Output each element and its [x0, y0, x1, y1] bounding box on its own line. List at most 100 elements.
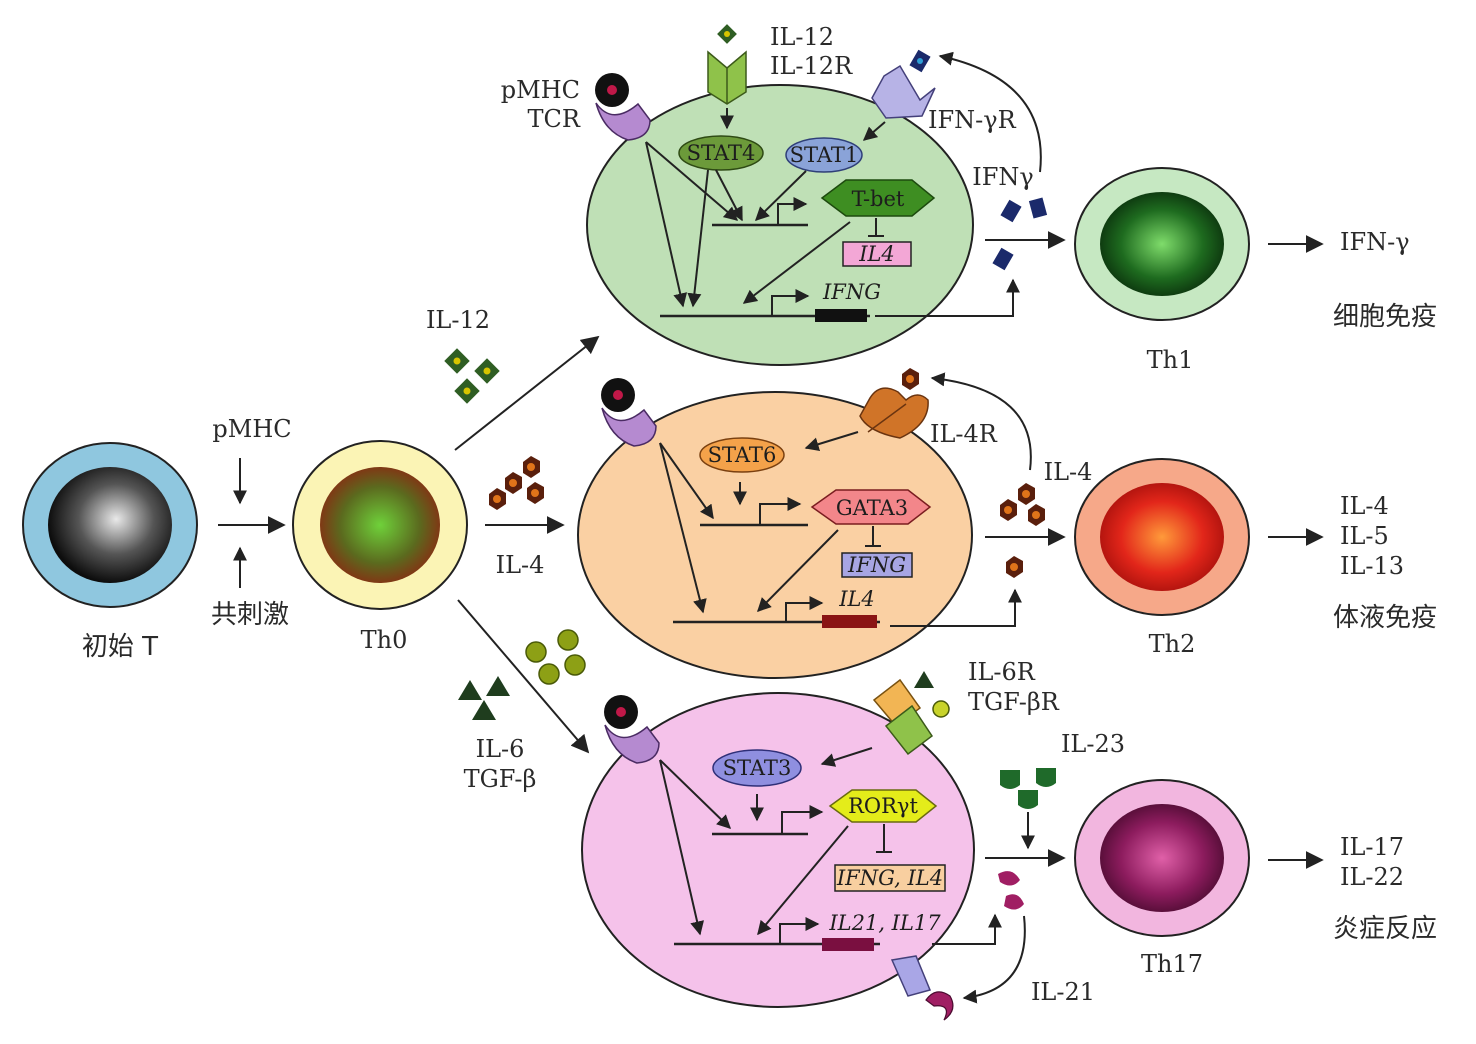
stat1-signal-arrow	[755, 170, 807, 221]
il12-input-cytokines: IL-12	[426, 306, 500, 404]
th17-input-label-1: IL-6	[476, 735, 525, 763]
th1-gene-label: IFNG	[822, 280, 881, 304]
ifng-secreted-label: IFNγ	[972, 163, 1033, 191]
il4-hexagon-icon	[505, 472, 522, 494]
th17-promoter-arrow	[781, 805, 824, 834]
th17-gene-label: IL21, IL17	[828, 911, 941, 935]
th1-secretion: IFNγ	[938, 51, 1066, 271]
il6r-label: IL-6R	[968, 658, 1036, 686]
il12-label: IL-12	[770, 23, 834, 51]
th17-function: 炎症反应	[1333, 914, 1437, 944]
th0-label: Th0	[361, 626, 408, 654]
ifng-receptor-icon	[871, 49, 936, 119]
rorgt-signal-arrow	[757, 825, 849, 936]
gata3-label: GATA3	[836, 496, 908, 520]
il21-label: IL-21	[1031, 978, 1095, 1006]
receptor-to-stat3-arrow	[820, 747, 873, 767]
th2-gene-promoter-arrow	[785, 596, 824, 622]
stat4-signal-arrow	[687, 169, 709, 308]
th17-label: Th17	[1141, 950, 1203, 978]
il12-diamond-icon	[474, 358, 500, 384]
il21-molecule-icon	[998, 871, 1024, 910]
th2-promoter-arrow	[759, 497, 802, 525]
stat6-label: STAT6	[708, 443, 777, 467]
il4r-label: IL-4R	[930, 420, 998, 448]
th17-product-1: IL-17	[1340, 833, 1404, 861]
rorgt-label: RORγt	[848, 794, 918, 818]
pmhc-label: pMHC	[212, 415, 291, 443]
tbet-signal-arrow	[742, 221, 851, 304]
il12r-label: IL-12R	[770, 52, 853, 80]
tgf-beta-circle-icon	[525, 629, 586, 685]
tcr-signal-arrow	[645, 141, 688, 308]
th2-product-2: IL-5	[1340, 522, 1389, 550]
naive-t-cell: 初始 T	[22, 442, 198, 662]
ifngr-label: IFN-γR	[928, 106, 1017, 134]
il12-diamond-icon	[444, 348, 470, 374]
th17-input-label-2: TGF-β	[464, 765, 537, 793]
tcr-label: TCR	[528, 105, 581, 133]
th2-product-1: IL-4	[1340, 492, 1389, 520]
th1-precursor-cell: pMHC TCR IL-12 IL-12R IFN-γR STAT4 STAT1…	[501, 23, 1020, 366]
th1-repressed-gene: IL4	[858, 242, 895, 266]
th2-repressed-gene: IFNG	[847, 553, 906, 577]
th1-input-label: IL-12	[426, 306, 490, 334]
th1-product: IFN-γ	[1340, 228, 1410, 256]
branch-arrows	[454, 335, 600, 754]
stat4-signal-arrow	[715, 169, 743, 222]
tcr-signal-arrow	[659, 442, 707, 614]
gata3-signal-arrow	[757, 529, 839, 612]
il4-hexagon-icon	[1000, 483, 1045, 578]
tcr-signal-arrow	[659, 759, 704, 936]
pmhc-tcr-icon	[604, 695, 660, 764]
th17-product-2: IL-22	[1340, 863, 1404, 891]
il23-shield-icon	[1000, 768, 1056, 809]
th17-precursor-cell: IL-6R TGF-βR STAT3 RORγt IFNG, IL4 IL21,…	[581, 658, 1060, 1021]
th2-precursor-cell: IL-4R STAT6 GATA3 IFNG IL4	[577, 368, 1022, 679]
il21-feedback-arrow	[962, 915, 1026, 1004]
th1-gene-promoter-arrow	[771, 289, 810, 316]
th2-label: Th2	[1149, 630, 1196, 658]
th2-cell: Th2 IL-4 IL-5 IL-13 体液免疫	[1074, 458, 1437, 658]
il4-secreted-label: IL-4	[1044, 458, 1093, 486]
th2-product-3: IL-13	[1340, 552, 1404, 580]
stat3-label: STAT3	[723, 756, 792, 780]
th17-gene-promoter-arrow	[779, 917, 820, 944]
th0-to-th17-arrow	[457, 599, 590, 754]
il4-feedback-arrow	[930, 372, 1032, 471]
th1-cell: Th1 IFN-γ 细胞免疫	[1074, 167, 1437, 374]
tcr-signal-arrow	[659, 759, 732, 829]
naive-t-label: 初始 T	[82, 632, 158, 662]
ifng-molecule-icon	[992, 197, 1048, 271]
pmhc-tcr-icon	[601, 378, 657, 447]
il6r-tgfbr-receptor-icon	[872, 671, 950, 756]
ifngr-to-stat1-arrow	[862, 121, 886, 141]
th1-label: Th1	[1147, 346, 1194, 374]
th1-promoter-arrow	[777, 197, 808, 225]
th2-input-label: IL-4	[496, 551, 545, 579]
tcr-signal-arrow	[659, 442, 714, 520]
th17-repressed-gene: IFNG, IL4	[836, 866, 943, 890]
il4-hexagon-icon	[527, 482, 544, 504]
il4r-receptor-icon	[859, 368, 929, 439]
tgfbr-label: TGF-βR	[968, 688, 1060, 716]
costim-label: 共刺激	[211, 600, 289, 630]
il4r-to-stat6-arrow	[804, 431, 859, 451]
th2-gene-label: IL4	[838, 587, 875, 611]
il21r-receptor-icon	[890, 955, 954, 1021]
th17-secretion: IL-23 IL-21	[962, 730, 1125, 1006]
il4-input-cytokines: IL-4	[489, 456, 544, 579]
th0-cell: Th0	[292, 440, 468, 654]
ifng-feedback-arrow	[938, 51, 1042, 173]
il12-diamond-icon	[454, 378, 480, 404]
tcr-signal-arrow	[645, 141, 739, 221]
il23-label: IL-23	[1061, 730, 1125, 758]
stat4-label: STAT4	[687, 141, 756, 165]
th0-to-th1-arrow	[454, 335, 600, 451]
stat1-label: STAT1	[790, 143, 859, 167]
il4-hexagon-icon	[489, 488, 506, 510]
th2-function: 体液免疫	[1333, 603, 1437, 633]
ifng-secretion-arrow	[875, 278, 1020, 317]
th2-secretion: IL-4	[930, 372, 1093, 578]
